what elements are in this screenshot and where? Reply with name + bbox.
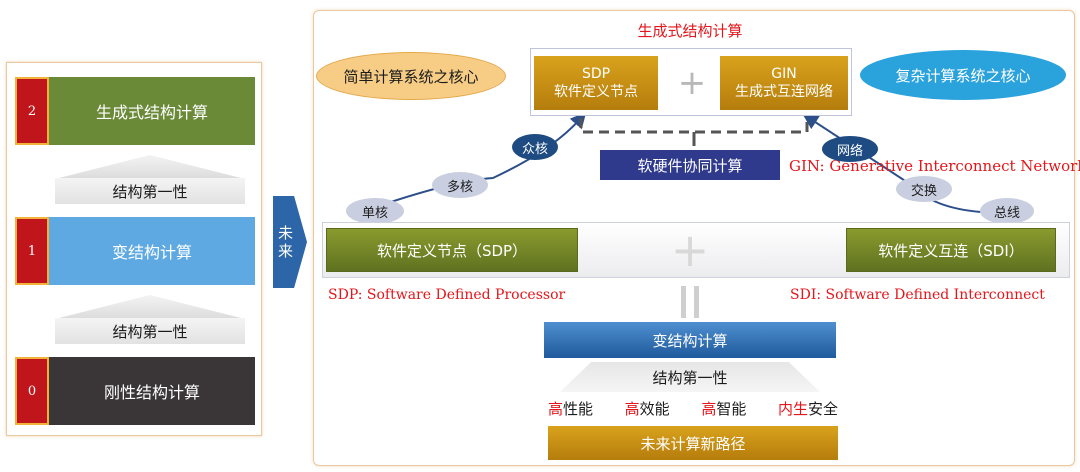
future-path-bar: 未来计算新路径 bbox=[548, 426, 838, 460]
equals-icon bbox=[681, 286, 699, 318]
simple-core-bubble: 简单计算系统之核心 bbox=[316, 52, 506, 100]
left-panel: 2 生成式结构计算 结构第一性 1 变结构计算 结构第一性 0 刚性结构计算 bbox=[6, 62, 262, 436]
multi-core-node: 多核 bbox=[432, 172, 488, 198]
tier-number: 1 bbox=[15, 217, 49, 285]
future-arrow: 未 来 bbox=[273, 196, 307, 288]
struct-first-label: 结构第一性 bbox=[55, 318, 245, 344]
var-struct-bar: 变结构计算 bbox=[544, 322, 836, 358]
network-node: 网络 bbox=[822, 136, 878, 162]
many-core-node: 众核 bbox=[512, 134, 558, 160]
gin-label: GIN bbox=[771, 66, 797, 82]
feature-security: 内生安全 bbox=[777, 400, 838, 418]
gin-sub-label: 生成式互连网络 bbox=[735, 84, 833, 100]
single-core-node: 单核 bbox=[346, 198, 404, 224]
tier-variable: 1 变结构计算 bbox=[15, 217, 255, 285]
features-row: 高性能 高效能 高智能 内生安全 bbox=[548, 398, 838, 422]
plus-icon: + bbox=[670, 223, 710, 277]
sdp-sub-label: 软件定义节点 bbox=[554, 84, 638, 100]
gin-fullname: GIN: Generative Interconnect Network bbox=[789, 157, 1080, 175]
struct-first-label: 结构第一性 bbox=[560, 362, 820, 392]
tier-generative: 2 生成式结构计算 bbox=[15, 77, 255, 145]
gin-node-box: GIN 生成式互连网络 bbox=[720, 56, 848, 110]
bus-node: 总线 bbox=[980, 198, 1034, 224]
up-arrow bbox=[55, 295, 245, 319]
tier-number: 2 bbox=[15, 77, 49, 145]
feature-intelligence: 高智能 bbox=[701, 400, 747, 418]
sdi-bar: 软件定义互连（SDI） bbox=[846, 228, 1056, 272]
struct-first-label: 结构第一性 bbox=[55, 178, 245, 204]
future-char: 未 bbox=[278, 224, 294, 242]
tier-label: 变结构计算 bbox=[49, 217, 255, 285]
tier-rigid: 0 刚性结构计算 bbox=[15, 357, 255, 425]
feature-efficiency: 高效能 bbox=[624, 400, 670, 418]
sdp-node-box: SDP 软件定义节点 bbox=[534, 56, 658, 110]
up-arrow bbox=[55, 155, 245, 179]
feature-performance: 高性能 bbox=[548, 400, 594, 418]
tier-number: 0 bbox=[15, 357, 49, 425]
sdp-fullname: SDP: Software Defined Processor bbox=[328, 287, 566, 303]
sdp-label: SDP bbox=[581, 66, 611, 82]
plus-icon: + bbox=[677, 63, 707, 103]
sdp-bar: 软件定义节点（SDP） bbox=[326, 228, 578, 272]
co-sync-box: 软硬件协同计算 bbox=[600, 150, 780, 180]
diagram-title: 生成式结构计算 bbox=[637, 22, 743, 40]
future-char: 来 bbox=[278, 242, 294, 260]
complex-core-bubble: 复杂计算系统之核心 bbox=[860, 50, 1066, 100]
sdi-fullname: SDI: Software Defined Interconnect bbox=[790, 287, 1045, 303]
tier-label: 生成式结构计算 bbox=[49, 77, 255, 145]
tier-label: 刚性结构计算 bbox=[49, 357, 255, 425]
switch-node: 交换 bbox=[896, 176, 952, 202]
